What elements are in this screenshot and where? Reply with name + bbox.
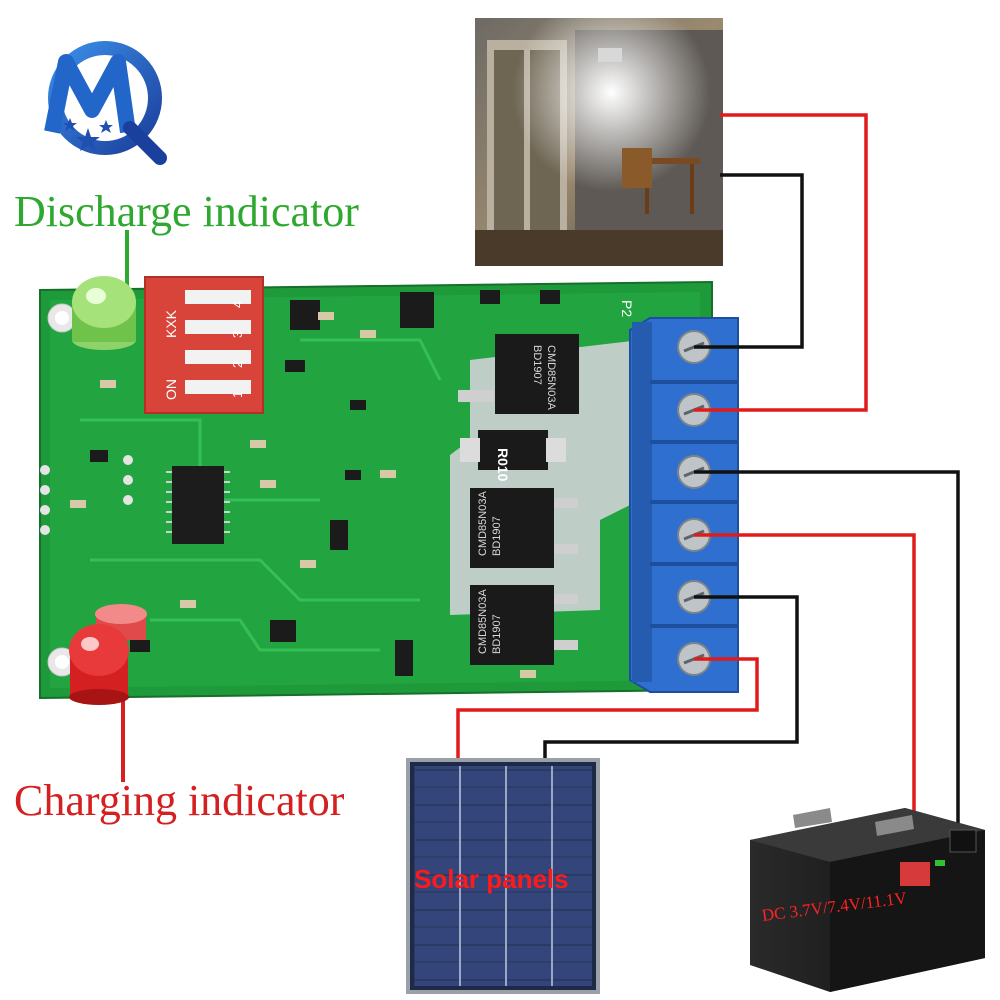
dip-brand: KXK — [163, 309, 179, 338]
ic-chip — [172, 466, 224, 544]
green-led-icon — [72, 230, 136, 350]
mosfet-mid-date: BD1907 — [491, 516, 503, 556]
dip-on-label: ON — [163, 379, 179, 400]
dip-switch[interactable]: KXK ON 1 2 3 4 — [144, 276, 264, 414]
battery-icon — [750, 808, 985, 992]
dip-position-1: 1 — [230, 391, 245, 398]
shunt-label: R010 — [495, 448, 511, 482]
wire-lamp-negative — [694, 173, 804, 349]
dip-lever-4 — [185, 290, 251, 304]
shunt-resistor: R010 — [460, 430, 566, 482]
wire-battery-positive — [694, 533, 916, 862]
mosfet-bot-date: BD1907 — [491, 614, 503, 654]
terminal-name: P2 — [619, 300, 635, 317]
mosfet-middle: CMD85N03A BD1907 — [470, 488, 578, 568]
terminal-block: P2 — [619, 300, 739, 693]
solar-panels-label: Solar panels — [414, 864, 569, 894]
dip-lever-1 — [185, 380, 251, 394]
red-led-icon — [69, 604, 147, 782]
discharge-indicator-label: Discharge indicator — [14, 187, 359, 236]
battery-negative-terminal — [949, 829, 977, 853]
dip-position-2: 2 — [230, 361, 245, 368]
outdoor-lamp-photo — [475, 18, 723, 266]
dip-lever-2 — [185, 350, 251, 364]
wire-solar-negative — [543, 595, 799, 765]
solar-panel-icon — [406, 758, 600, 994]
dip-position-3: 3 — [230, 331, 245, 338]
charging-indicator-label: Charging indicator — [14, 776, 345, 825]
mosfet-bottom: CMD85N03A BD1907 — [470, 585, 578, 665]
mosfet-top: CMD85N03A BD1907 — [458, 334, 579, 414]
dip-lever-3 — [185, 320, 251, 334]
wire-lamp-positive — [694, 113, 868, 412]
wire-solar-positive — [456, 657, 759, 765]
mosfet-top-part: CMD85N03A — [545, 345, 557, 410]
mq-logo-icon — [44, 41, 167, 165]
mosfet-top-date: BD1907 — [531, 345, 543, 385]
mosfet-mid-part: CMD85N03A — [477, 491, 489, 556]
mosfet-bot-part: CMD85N03A — [477, 589, 489, 654]
wire-battery-negative — [694, 470, 960, 830]
battery-positive-terminal — [900, 862, 930, 886]
dip-position-4: 4 — [230, 301, 245, 308]
